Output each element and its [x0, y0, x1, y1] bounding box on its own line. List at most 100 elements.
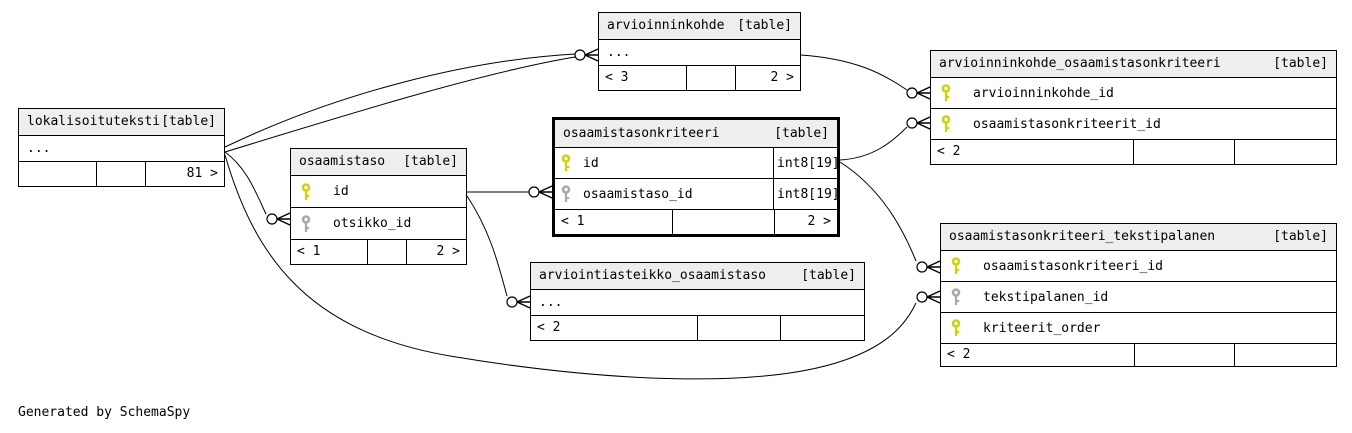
table-name: osaamistasonkriteeri: [563, 126, 720, 141]
primary-key-icon: [941, 84, 951, 101]
crow-foot-marker: [906, 86, 931, 100]
table-name: arvioinninkohde_osaamistasonkriteeri: [939, 56, 1221, 71]
column-row: osaamistasonkriteerit_id: [931, 109, 1336, 140]
table-tag: [table]: [774, 126, 829, 141]
footer-parents-count: [1235, 140, 1336, 164]
footer-children-count: < 1: [555, 210, 674, 234]
footer-middle: [368, 240, 407, 264]
table-footer: 81 >: [19, 162, 224, 186]
footer-middle: [698, 316, 781, 340]
relationship-line: [800, 54, 908, 91]
column-row-ellipsis: ...: [531, 290, 864, 316]
column-row-ellipsis: ...: [599, 40, 800, 66]
relationship-line: [224, 56, 576, 153]
table-tag: [table]: [161, 114, 216, 129]
table-name: osaamistasonkriteeri_tekstipalanen: [949, 229, 1216, 244]
column-name: ...: [607, 45, 631, 60]
footer-children-count: < 2: [531, 316, 698, 340]
column-name: id: [583, 155, 599, 171]
table-name: osaamistaso: [299, 154, 386, 169]
column-row: osaamistasonkriteeri_id: [941, 251, 1336, 282]
footer-parents-count: 2 >: [770, 70, 794, 85]
column-type: int8[19]: [773, 148, 840, 178]
foreign-key-icon: [561, 185, 571, 202]
primary-key-icon: [301, 182, 311, 200]
column-name: id: [333, 184, 349, 199]
table-header[interactable]: osaamistasonkriteeri [table]: [555, 120, 837, 148]
table-name: arviointiasteikko_osaamistaso: [539, 268, 766, 283]
footer-children-count: < 2: [931, 140, 1134, 164]
footer-children-count: [19, 162, 97, 186]
column-name: osaamistaso_id: [583, 186, 693, 202]
footer-children-count: < 2: [941, 344, 1135, 366]
table-arvioinninkohde[interactable]: arvioinninkohde [table] ... < 3 2 >: [598, 12, 801, 91]
footer-children-count: < 3: [599, 66, 688, 90]
table-osaamistaso[interactable]: osaamistaso [table] id otsikko_id < 1 2 …: [290, 148, 467, 265]
crow-foot-marker: [906, 116, 931, 130]
relationship-line: [224, 151, 267, 215]
crow-foot-marker: [528, 185, 553, 199]
crow-foot-marker: [506, 295, 531, 309]
column-name: arvioinninkohde_id: [973, 85, 1114, 101]
column-row: kriteerit_order: [941, 313, 1336, 344]
table-tag: [table]: [737, 18, 792, 33]
table-tag: [table]: [801, 268, 856, 283]
footer-middle: [97, 162, 147, 186]
relationship-line: [224, 154, 917, 380]
table-arvioinninkohde-osaamistasonkriteeri[interactable]: arvioinninkohde_osaamistasonkriteeri [ta…: [930, 50, 1337, 165]
table-header[interactable]: arvioinninkohde_osaamistasonkriteeri [ta…: [931, 51, 1336, 78]
table-header[interactable]: osaamistaso [table]: [291, 149, 466, 176]
crow-foot-marker: [916, 290, 941, 304]
column-type: int8[19]: [773, 179, 840, 209]
table-name: arvioinninkohde: [607, 18, 725, 33]
primary-key-icon: [951, 319, 961, 336]
primary-key-icon: [941, 115, 951, 132]
column-row: id: [291, 176, 466, 208]
table-footer: < 3 2 >: [599, 66, 800, 90]
crow-foot-marker: [574, 48, 599, 62]
relationship-line: [839, 126, 908, 161]
column-name: kriteerit_order: [983, 320, 1101, 336]
footer-middle: [673, 210, 775, 234]
table-header[interactable]: lokalisoituteksti [table]: [19, 109, 224, 136]
column-row: otsikko_id: [291, 208, 466, 240]
table-name: lokalisoituteksti: [27, 114, 161, 129]
column-name: tekstipalanen_id: [983, 289, 1109, 305]
footer-parents-count: [781, 316, 864, 340]
table-tag: [table]: [1273, 56, 1328, 71]
table-arviointiasteikko-osaamistaso[interactable]: arviointiasteikko_osaamistaso [table] ..…: [530, 262, 865, 341]
primary-key-icon: [561, 154, 571, 171]
table-footer: < 1 2 >: [555, 210, 837, 234]
column-name: ...: [539, 295, 563, 310]
table-osaamistasonkriteeri[interactable]: osaamistasonkriteeri [table] id int8[19]…: [552, 117, 840, 237]
foreign-key-icon: [951, 288, 961, 305]
table-tag: [table]: [403, 154, 458, 169]
table-header[interactable]: osaamistasonkriteeri_tekstipalanen [tabl…: [941, 224, 1336, 251]
table-tag: [table]: [1273, 229, 1328, 244]
table-header[interactable]: arvioinninkohde [table]: [599, 13, 800, 40]
footer-middle: [687, 66, 736, 90]
column-name: otsikko_id: [333, 216, 412, 231]
table-osaamistasonkriteeri-tekstipalanen[interactable]: osaamistasonkriteeri_tekstipalanen [tabl…: [940, 223, 1337, 367]
footer-parents-count: 2 >: [807, 214, 831, 229]
column-name: osaamistasonkriteeri_id: [983, 258, 1164, 274]
relationship-line: [839, 161, 917, 262]
table-footer: < 2: [531, 316, 864, 340]
relationship-line: [466, 195, 508, 297]
table-lokalisoituteksti[interactable]: lokalisoituteksti [table] ... 81 >: [18, 108, 225, 187]
footer-parents-count: [1235, 344, 1336, 366]
column-name: osaamistasonkriteerit_id: [973, 116, 1161, 132]
footer-parents-count: 81 >: [186, 166, 218, 181]
column-name: ...: [27, 141, 51, 156]
footer-middle: [1134, 140, 1235, 164]
crow-foot-marker: [266, 212, 291, 226]
table-footer: < 1 2 >: [291, 240, 466, 264]
table-header[interactable]: arviointiasteikko_osaamistaso [table]: [531, 263, 864, 290]
footer-children-count: < 1: [291, 240, 368, 264]
generator-credit: Generated by SchemaSpy: [18, 405, 191, 420]
relationship-line: [224, 53, 576, 148]
column-row-ellipsis: ...: [19, 136, 224, 162]
footer-middle: [1135, 344, 1236, 366]
foreign-key-icon: [301, 214, 311, 232]
